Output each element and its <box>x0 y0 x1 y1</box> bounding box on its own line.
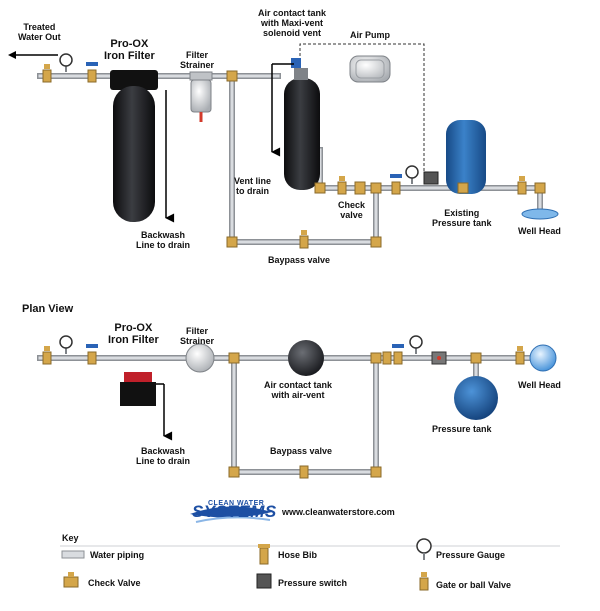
plan-pro-ox-filter-label: Pro-OX Iron Filter <box>108 322 159 346</box>
plan-filter-strainer <box>185 343 215 373</box>
check-valve-plan <box>382 351 392 365</box>
pro-ox-iron-filter-tank <box>110 70 158 222</box>
filter-strainer <box>189 71 213 122</box>
key-check-valve-label: Check Valve <box>88 578 141 588</box>
vent-line-label: Vent line to drain <box>234 176 272 196</box>
key-water-piping-symbol <box>61 550 85 559</box>
plan-iron-filter-head <box>120 372 156 406</box>
air-line-dashed <box>299 43 425 176</box>
key-pressure-gauge-symbol <box>416 538 432 560</box>
treated-water-out-arrow <box>8 51 58 59</box>
backwash-label: Backwash Line to drain <box>136 230 190 250</box>
logo-top-text: CLEAN WATER <box>208 500 265 507</box>
well-head-top <box>521 208 559 220</box>
plan-well-head-label: Well Head <box>518 380 561 390</box>
gate-valve-top-5 <box>517 176 527 195</box>
check-valve-top <box>354 181 366 195</box>
key-pressure-switch-symbol <box>256 573 272 589</box>
plan-pressure-tank-label: Pressure tank <box>432 424 492 434</box>
key-water-piping-label: Water piping <box>90 550 145 560</box>
plan-view-title: Plan View <box>22 303 74 315</box>
clean-water-logo-swoosh <box>190 506 272 523</box>
key-hose-bib-symbol <box>258 544 270 565</box>
plan-air-contact-tank-label: Air contact tank with air-vent <box>264 380 333 400</box>
treated-water-out-label: Treated Water Out <box>18 22 61 42</box>
gate-valve-top-1 <box>42 64 52 83</box>
logo-main-text: SYSTEMS <box>192 502 277 521</box>
air-contact-tank-label: Air contact tank with Maxi-vent solenoid… <box>258 8 327 38</box>
key-title: Key <box>62 533 79 543</box>
website-link[interactable]: www.cleanwaterstore.com <box>282 507 395 517</box>
filter-strainer-label: Filter Strainer <box>180 50 215 70</box>
pressure-gauge-top-2 <box>405 165 419 184</box>
key-pressure-gauge-label: Pressure Gauge <box>436 550 506 560</box>
plan-air-contact-tank <box>288 340 324 376</box>
pressure-gauge-plan-2 <box>409 335 423 354</box>
key-pressure-switch-label: Pressure switch <box>278 578 348 588</box>
pro-ox-filter-label: Pro-OX Iron Filter <box>104 38 155 62</box>
pressure-gauge-top-1 <box>59 53 73 72</box>
plan-bypass-valve-label: Baypass valve <box>270 446 333 456</box>
check-valve-label: Check valve <box>338 200 366 220</box>
gate-valve-top-3 <box>337 176 347 195</box>
gate-valve-top-4 <box>390 174 402 195</box>
well-head-label: Well Head <box>518 226 561 236</box>
pressure-switch-plan <box>431 351 447 365</box>
key-gate-valve-label: Gate or ball Valve <box>436 580 512 590</box>
vent-line <box>271 63 294 157</box>
existing-pressure-tank <box>446 120 486 194</box>
plan-filter-strainer-label: Filter Strainer <box>180 326 215 346</box>
bypass-valve-label: Baypass valve <box>268 255 331 265</box>
plan-pressure-tank <box>454 376 498 420</box>
existing-pressure-tank-label: Existing Pressure tank <box>432 208 492 228</box>
plan-backwash-line <box>156 383 173 441</box>
gate-valve-plan-3 <box>392 344 404 365</box>
key-gate-valve-symbol <box>419 572 429 591</box>
pipe-fittings-top <box>226 70 546 248</box>
air-pump-label: Air Pump <box>350 30 391 40</box>
pipe-fittings-plan <box>228 352 482 478</box>
pressure-switch-top <box>423 171 439 185</box>
bypass-valve-top <box>299 230 309 249</box>
plan-well-head <box>529 344 557 372</box>
gate-valve-plan-1 <box>42 346 52 365</box>
plan-backwash-label: Backwash Line to drain <box>136 446 190 466</box>
pressure-gauge-plan-1 <box>59 335 73 354</box>
gate-valve-top-2 <box>86 62 98 83</box>
air-contact-tank <box>284 58 320 190</box>
bypass-valve-plan <box>299 465 309 479</box>
key-check-valve-symbol <box>63 572 79 588</box>
gate-valve-plan-4 <box>515 346 525 365</box>
gate-valve-plan-2 <box>86 344 98 365</box>
key-hose-bib-label: Hose Bib <box>278 550 318 560</box>
air-pump <box>349 55 391 83</box>
